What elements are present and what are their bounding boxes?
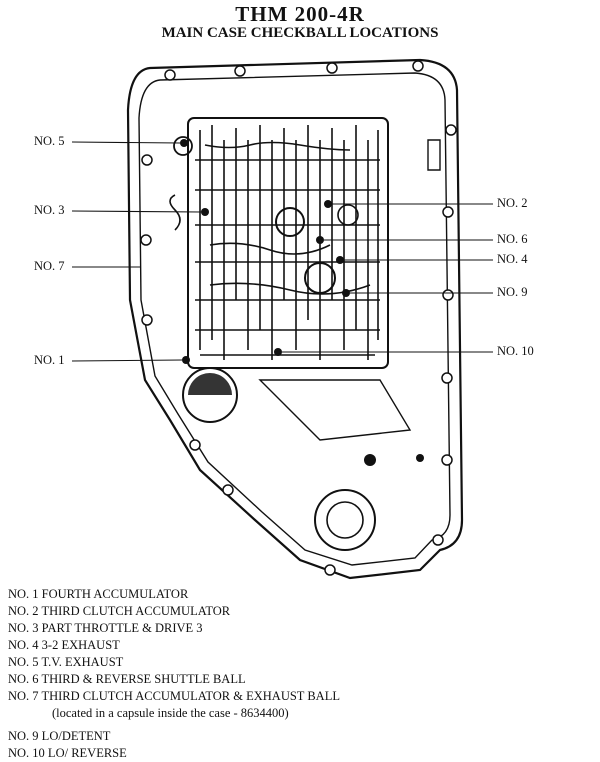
- passages: [195, 125, 380, 360]
- legend-note: (located in a capsule inside the case - …: [52, 706, 289, 720]
- bolt-holes: [140, 60, 457, 576]
- checkballs: [180, 139, 350, 364]
- legend: NO. 1 FOURTH ACCUMULATOR NO. 2 THIRD CLU…: [8, 586, 340, 762]
- legend-item: NO. 9 LO/DETENT: [8, 729, 111, 743]
- callout-no10: NO. 10: [497, 344, 534, 358]
- callout-no7: NO. 7: [34, 259, 65, 273]
- leader-lines: [71, 141, 493, 362]
- legend-item: NO. 5 T.V. EXHAUST: [8, 655, 124, 669]
- case-outline: [126, 58, 464, 580]
- legend-item: NO. 3 PART THROTTLE & DRIVE 3: [8, 621, 203, 635]
- legend-item: NO. 7 THIRD CLUTCH ACCUMULATOR & EXHAUST…: [8, 689, 340, 703]
- callout-no3: NO. 3: [34, 203, 65, 217]
- legend-item: NO. 4 3-2 EXHAUST: [8, 638, 120, 652]
- legend-item: NO. 10 LO/ REVERSE: [8, 746, 127, 760]
- callout-no6: NO. 6: [497, 232, 528, 246]
- callout-no4: NO. 4: [497, 252, 528, 266]
- callout-no5: NO. 5: [34, 134, 65, 148]
- page-title: THM 200-4R: [235, 2, 365, 26]
- callout-no1: NO. 1: [34, 353, 65, 367]
- legend-item: NO. 6 THIRD & REVERSE SHUTTLE BALL: [8, 672, 246, 686]
- page-subtitle: MAIN CASE CHECKBALL LOCATIONS: [161, 25, 439, 41]
- callout-no9: NO. 9: [497, 285, 528, 299]
- legend-item: NO. 1 FOURTH ACCUMULATOR: [8, 587, 189, 601]
- callout-no2: NO. 2: [497, 196, 528, 210]
- legend-item: NO. 2 THIRD CLUTCH ACCUMULATOR: [8, 604, 231, 618]
- valve-body: [187, 117, 389, 369]
